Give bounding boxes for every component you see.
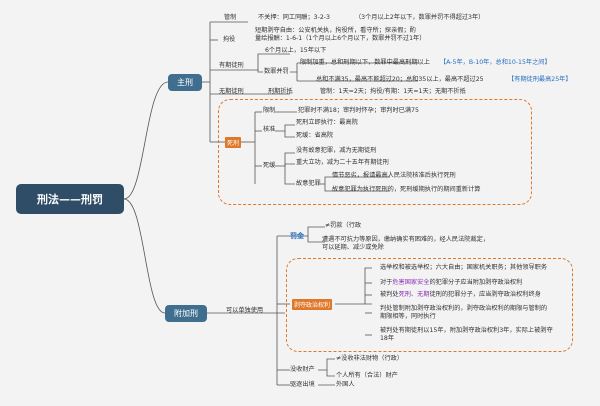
confiscation-label: 没收财产 (290, 366, 315, 373)
combined-limit-2-note: 【有期徒刑最高25年】 (508, 76, 572, 83)
deprivation-item-4b: 期限相等，同时执行 (380, 313, 436, 320)
intentional-crime-label: 故意犯罪 (296, 180, 321, 187)
root-node[interactable]: 刑法——刑罚 (16, 184, 124, 214)
supplementary-punishment-node[interactable]: 附加刑 (165, 305, 207, 322)
death-limit-label: 限制 (263, 107, 276, 114)
principal-punishment-node[interactable]: 主刑 (168, 74, 202, 91)
standalone-use-label: 可以单独使用 (226, 307, 264, 314)
combined-sentencing-label: 数罪并罚 (264, 68, 289, 75)
deprivation-item-5a: 被判处有期徒刑以15年，附加剥夺政治权利3年，实际上被剥夺 (380, 327, 553, 334)
deportation-note: 外国人 (336, 381, 355, 388)
fine-rule: ≠罚款（行政 (325, 222, 362, 229)
confiscation-rule: ≠没收非法财物（行政） (336, 355, 404, 362)
death-penalty-highlight-box (218, 99, 532, 205)
fixed-term-range: 6个月以上，15年以下 (265, 47, 327, 54)
combined-limit-1: 限制加重，总和刑期以下，数罪中最高刑期以上 (300, 59, 430, 66)
sentence-credit-note: 管制：1天=2天；拘役/有期：1天=1天；无期不折抵 (320, 88, 466, 95)
death-approval-label: 核准 (263, 126, 276, 133)
deportation-label: 驱逐出境 (290, 381, 315, 388)
combined-limit-1-note: 【A-5年，B-10年，总和10-15年之间】 (440, 59, 551, 66)
deprivation-item-1: 选举权和被选举权；六大自由；国家机关职务；其他领导职务 (380, 264, 548, 271)
intentional-crime-1: 情节恶劣，报请最高人民法院核准后执行死刑 (332, 172, 456, 179)
reprieve-label: 死缓 (263, 162, 276, 169)
control-label: 管制 (224, 14, 237, 21)
deprivation-item-4a: 判处管制附加剥夺政治权利的，剥夺政治权利的期限与管制的 (380, 305, 548, 312)
combined-limit-2: 总和不满35，最高不能超过20；总和35以上，最高不超过25 (316, 76, 484, 83)
detention-line1: 短期剥夺自由：公安机关执，拘役所，看守所；探亲假；酌 (255, 27, 416, 34)
deprivation-highlight-box (286, 258, 573, 352)
life-term-label: 无期徒刑 (219, 88, 244, 95)
sentence-credit-label: 刑期折抵 (268, 88, 293, 95)
control-note: （3个月以上2年以下，数罪并罚不得超过3年） (355, 14, 485, 21)
fine-note-1: 遭遇不可抗力等原因，缴纳确实有困难的，经人民法院裁定， (322, 236, 490, 243)
death-approval-2: 死缓：省高院 (296, 132, 334, 139)
fixed-term-label: 有期徒刑 (219, 62, 244, 69)
fine-note-2: 可以延期、减少或免除 (322, 244, 384, 251)
deprivation-item-3: 被判处死刑、无期徒刑的犯罪分子，应当剥夺政治权利终身 (380, 291, 541, 298)
reprieve-2: 重大立功，减为二十五年有期徒刑 (296, 159, 389, 166)
detention-label: 拘役 (223, 36, 236, 43)
detention-line2: 量给报酬：1-6-1（1个月以上6个月以下，数罪并罚不过1年） (255, 35, 426, 42)
reprieve-1: 没有故意犯罪，减为无期徒刑 (296, 147, 377, 154)
control-rule: 不关押：同工同酬；3-2-3 (258, 14, 330, 21)
confiscation-note: 个人所有（合法）财产 (336, 372, 398, 379)
fine-tag[interactable]: 罚金 (290, 232, 304, 240)
deprivation-tag[interactable]: 剥夺政治权利 (292, 299, 333, 310)
death-penalty-tag[interactable]: 死刑 (225, 137, 242, 148)
death-limit-text: 犯罪时不满18；审判时怀孕；审判时已满75 (298, 107, 419, 114)
intentional-crime-2: 故意犯罪为执行死刑的，死刑缓期执行的期间重新计算 (332, 186, 481, 193)
death-approval-1: 死刑立即执行：最高院 (296, 119, 358, 126)
deprivation-item-2: 对于危害国家安全的犯罪分子应当附加剥夺政治权利 (380, 279, 523, 286)
deprivation-item-5b: 18年 (380, 335, 395, 342)
